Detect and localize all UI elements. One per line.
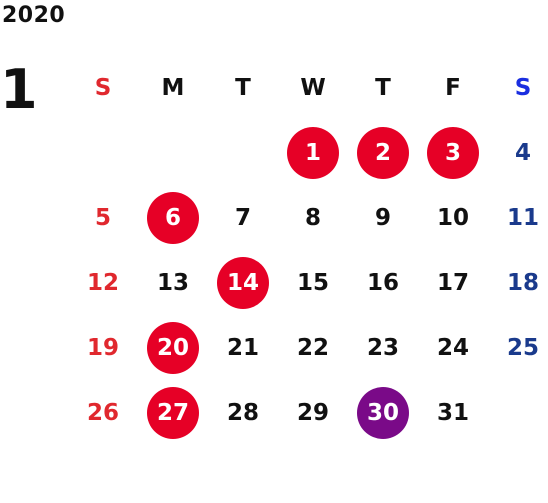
day-number-3: 3	[427, 126, 479, 179]
day-cell: 11	[488, 185, 548, 250]
day-cell: 21	[208, 315, 278, 380]
day-number-1: 1	[287, 126, 339, 179]
weekday-header-thursday: T	[375, 74, 391, 101]
day-number-29: 29	[296, 399, 329, 426]
day-cell: 27	[138, 380, 208, 445]
weekday-header-tuesday: T	[235, 74, 251, 101]
day-cell: 26	[68, 380, 138, 445]
day-number-14: 14	[217, 256, 269, 309]
day-cell: 28	[208, 380, 278, 445]
empty-day-cell	[208, 120, 278, 185]
day-cell: 15	[278, 250, 348, 315]
day-cell: 20	[138, 315, 208, 380]
day-number-15: 15	[296, 269, 329, 296]
day-number-22: 22	[296, 334, 329, 361]
day-cell: 16	[348, 250, 418, 315]
day-cell: 30	[348, 380, 418, 445]
day-number-25: 25	[506, 334, 539, 361]
weekday-header-saturday: S	[514, 74, 532, 101]
day-cell: 4	[488, 120, 548, 185]
day-number-2: 2	[357, 126, 409, 179]
day-number-8: 8	[304, 204, 321, 231]
day-cell: 31	[418, 380, 488, 445]
day-number-27: 27	[147, 386, 199, 439]
weekday-header-sunday: S	[94, 74, 112, 101]
day-number-4: 4	[514, 139, 531, 166]
day-cell: 6	[138, 185, 208, 250]
empty-day-cell	[68, 120, 138, 185]
day-number-11: 11	[506, 204, 539, 231]
day-cell: 5	[68, 185, 138, 250]
day-number-24: 24	[436, 334, 469, 361]
day-cell: 12	[68, 250, 138, 315]
day-number-31: 31	[436, 399, 469, 426]
day-cell: 8	[278, 185, 348, 250]
day-number-7: 7	[234, 204, 251, 231]
weekday-header-friday: F	[445, 74, 461, 101]
calendar-year: 2020	[2, 3, 66, 28]
day-number-26: 26	[86, 399, 119, 426]
day-number-18: 18	[506, 269, 539, 296]
day-cell: 7	[208, 185, 278, 250]
day-cell: 18	[488, 250, 548, 315]
day-number-28: 28	[226, 399, 259, 426]
day-number-20: 20	[147, 321, 199, 374]
day-cell: 22	[278, 315, 348, 380]
calendar-month: 1	[0, 58, 38, 121]
day-cell: 14	[208, 250, 278, 315]
day-cell: 10	[418, 185, 488, 250]
day-cell: 9	[348, 185, 418, 250]
day-number-16: 16	[366, 269, 399, 296]
day-number-19: 19	[86, 334, 119, 361]
weekday-header-wednesday: W	[300, 74, 326, 101]
day-cell: 17	[418, 250, 488, 315]
day-cell: 2	[348, 120, 418, 185]
weekday-header-monday: M	[161, 74, 185, 101]
day-number-17: 17	[436, 269, 469, 296]
day-number-12: 12	[86, 269, 119, 296]
day-number-5: 5	[94, 204, 111, 231]
day-number-13: 13	[156, 269, 189, 296]
day-cell: 13	[138, 250, 208, 315]
day-number-21: 21	[226, 334, 259, 361]
day-cell: 1	[278, 120, 348, 185]
day-number-6: 6	[147, 191, 199, 244]
empty-day-cell	[138, 120, 208, 185]
day-cell: 25	[488, 315, 548, 380]
day-number-23: 23	[366, 334, 399, 361]
day-cell: 3	[418, 120, 488, 185]
day-number-9: 9	[374, 204, 391, 231]
day-cell: 19	[68, 315, 138, 380]
day-cell: 23	[348, 315, 418, 380]
day-cell: 24	[418, 315, 488, 380]
day-cell: 29	[278, 380, 348, 445]
day-number-10: 10	[436, 204, 469, 231]
day-number-30: 30	[357, 386, 409, 439]
